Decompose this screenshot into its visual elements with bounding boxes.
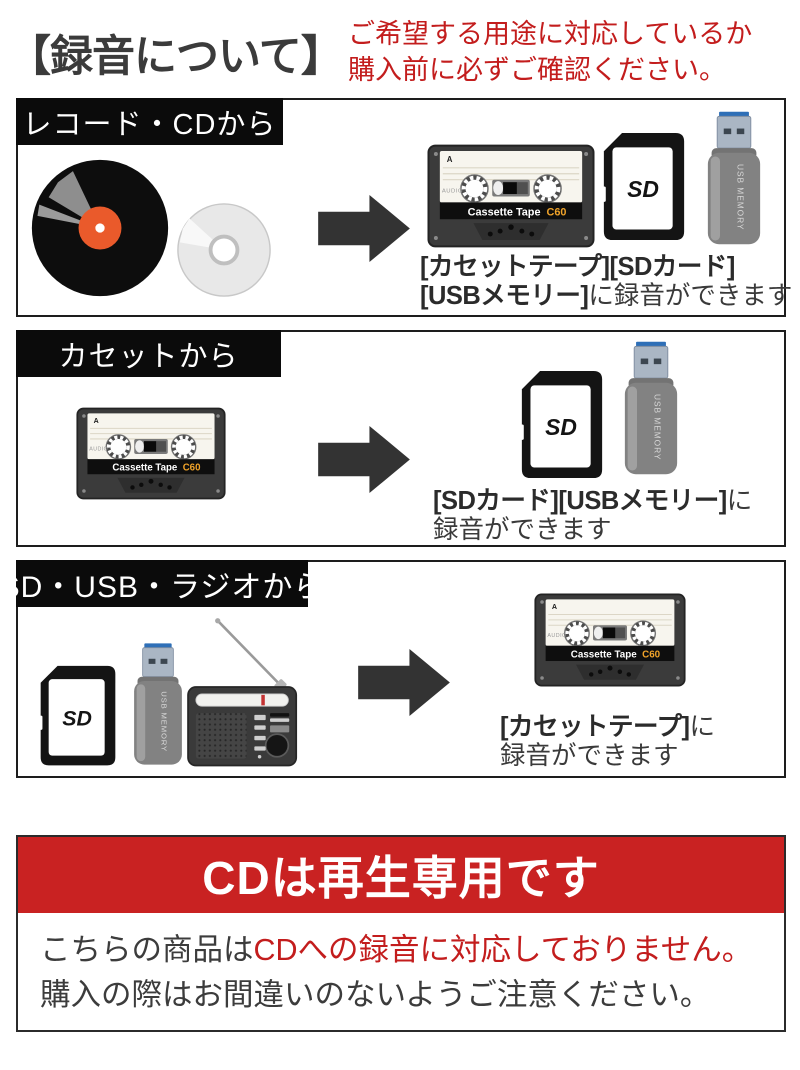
arrow-right-icon bbox=[318, 425, 410, 494]
section-from-sd-usb-radio: SD・USB・ラジオから SD USB MEMORY bbox=[0, 560, 786, 778]
svg-text:SD: SD bbox=[62, 706, 92, 730]
svg-text:C60: C60 bbox=[546, 206, 566, 218]
svg-text:USB MEMORY: USB MEMORY bbox=[653, 394, 663, 460]
arrow-right-icon bbox=[358, 648, 450, 717]
caption-rest: に bbox=[689, 713, 715, 741]
warning-line1: こちらの商品はCDへの録音に対応しておりません。 bbox=[40, 928, 784, 973]
svg-text:A: A bbox=[552, 603, 557, 611]
svg-text:SD: SD bbox=[545, 414, 577, 440]
svg-text:Cassette Tape: Cassette Tape bbox=[571, 649, 637, 660]
caption-rest: に bbox=[726, 487, 753, 515]
svg-text:C60: C60 bbox=[183, 463, 201, 474]
warning-line1-red: CDへの録音に対応しておりません。 bbox=[253, 933, 753, 967]
warning-line2: 購入の際はお間違いのないようご注意ください。 bbox=[40, 978, 711, 1012]
warning-body: こちらの商品はCDへの録音に対応しておりません。 購入の際はお間違いのないようご… bbox=[18, 913, 784, 1018]
svg-text:SD: SD bbox=[627, 176, 659, 202]
svg-text:USB MEMORY: USB MEMORY bbox=[159, 691, 168, 752]
section-from-record-cd: レコード・CDから A bbox=[16, 98, 792, 317]
header-note-line1: ご希望する用途に対応しているか bbox=[348, 19, 753, 49]
cassette-tape-icon: A AUDIO Cassette Tape C60 bbox=[76, 407, 226, 500]
caption: [カセットテープ][SDカード] [USBメモリー]に録音ができます bbox=[420, 253, 792, 310]
header-note-line2: 購入前に必ずご確認ください。 bbox=[348, 55, 726, 85]
svg-text:Cassette Tape: Cassette Tape bbox=[112, 463, 178, 474]
caption-rest: 録音ができます bbox=[500, 741, 679, 770]
caption-bold: [SDカード][USBメモリー] bbox=[433, 487, 727, 515]
warning-banner: CDは再生専用です bbox=[18, 837, 784, 913]
usb-memory-icon: USB MEMORY bbox=[707, 111, 761, 245]
caption-bold: [カセットテープ][SDカード] bbox=[420, 253, 735, 281]
page-title: 【録音について】 bbox=[8, 33, 344, 81]
svg-text:USB MEMORY: USB MEMORY bbox=[736, 164, 746, 230]
svg-text:A: A bbox=[94, 418, 99, 425]
svg-text:AUDIO: AUDIO bbox=[442, 189, 463, 195]
sd-card-icon: SD bbox=[601, 133, 685, 241]
svg-text:AUDIO: AUDIO bbox=[89, 446, 108, 452]
cassette-tape-icon: A AUDIO Cassette Tape C60 bbox=[427, 144, 595, 248]
cd-icon bbox=[177, 203, 271, 297]
caption: [カセットテープ]に 録音ができます bbox=[500, 713, 715, 770]
section-label: SD・USB・ラジオから bbox=[0, 560, 323, 607]
vinyl-record-icon bbox=[31, 159, 169, 297]
arrow-right-icon bbox=[318, 194, 410, 263]
caption-rest: に録音ができます bbox=[588, 281, 793, 310]
caption-rest: 録音ができます bbox=[433, 515, 612, 544]
cd-playback-warning-box: CDは再生専用です こちらの商品はCDへの録音に対応しておりません。 購入の際は… bbox=[16, 835, 786, 1032]
header-note: ご希望する用途に対応しているか 購入前に必ずご確認ください。 bbox=[348, 16, 752, 88]
sd-card-icon: SD bbox=[519, 371, 603, 479]
svg-text:AUDIO: AUDIO bbox=[547, 633, 566, 639]
cassette-tape-icon: A AUDIO Cassette Tape C60 bbox=[534, 593, 686, 687]
svg-text:Cassette Tape: Cassette Tape bbox=[468, 206, 541, 218]
section-from-cassette: カセットから A AUDIO Cassette Tape C60 bbox=[16, 330, 786, 547]
radio-icon bbox=[187, 618, 298, 767]
svg-text:A: A bbox=[447, 155, 453, 164]
usb-memory-icon: USB MEMORY bbox=[624, 341, 678, 475]
usb-memory-icon: USB MEMORY bbox=[134, 643, 182, 765]
caption-bold: [USBメモリー] bbox=[420, 281, 589, 310]
caption-bold: [カセットテープ] bbox=[500, 713, 690, 741]
section-label: レコード・CDから bbox=[16, 98, 283, 145]
warning-line1-dark: こちらの商品は bbox=[40, 933, 254, 967]
section-label: カセットから bbox=[16, 330, 281, 377]
svg-text:C60: C60 bbox=[642, 649, 661, 660]
sd-card-icon: SD bbox=[38, 665, 116, 766]
caption: [SDカード][USBメモリー]に 録音ができます bbox=[433, 487, 752, 544]
